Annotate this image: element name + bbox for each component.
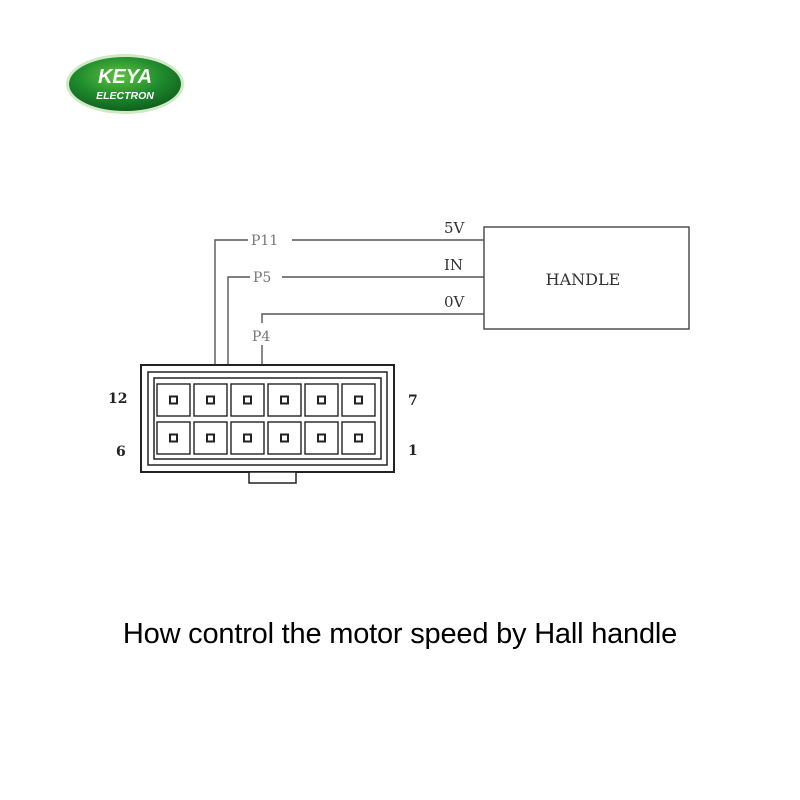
wire-0v — [261, 313, 484, 323]
connector — [140, 364, 395, 484]
handle-label: HANDLE — [546, 270, 621, 289]
terminal-5v-label: 5V — [444, 219, 466, 237]
logo-text-electron: ELECTRON — [96, 90, 154, 102]
pin-number-1: 1 — [408, 443, 418, 459]
connector-pin-contact — [280, 433, 289, 443]
connector-inner — [147, 371, 388, 466]
connector-pin-contact — [243, 395, 252, 405]
connector-pin-contact — [169, 433, 178, 443]
connector-pin-contact — [280, 395, 289, 405]
connector-pin-contact — [317, 395, 326, 405]
connector-pin-contact — [206, 395, 215, 405]
pin-number-6: 6 — [116, 444, 126, 460]
logo-oval — [69, 57, 181, 111]
connector-pin-frame — [153, 377, 382, 460]
pin-label-p5: P5 — [253, 270, 271, 286]
handle-box — [483, 226, 690, 330]
keya-logo: KEYA ELECTRON — [66, 54, 184, 114]
logo-text-keya: KEYA — [98, 66, 152, 88]
connector-pin-contact — [169, 395, 178, 405]
pin-number-12: 12 — [108, 391, 127, 407]
connector-pin-contact — [206, 433, 215, 443]
connector-pin-contact — [243, 433, 252, 443]
connector-pin-contact — [354, 433, 363, 443]
connector-pin-contact — [354, 395, 363, 405]
connector-pin-contact — [317, 433, 326, 443]
wire-p11 — [214, 239, 248, 398]
connector-outer — [140, 364, 395, 473]
pin-label-p4: P4 — [252, 329, 270, 345]
connector-latch — [248, 471, 297, 484]
terminal-0v-label: 0V — [444, 293, 466, 311]
pin-label-p11: P11 — [251, 233, 278, 249]
terminal-in-label: IN — [444, 256, 463, 274]
pin-number-7: 7 — [408, 393, 418, 409]
pin-grid — [156, 383, 376, 455]
diagram-caption: How control the motor speed by Hall hand… — [122, 618, 678, 650]
